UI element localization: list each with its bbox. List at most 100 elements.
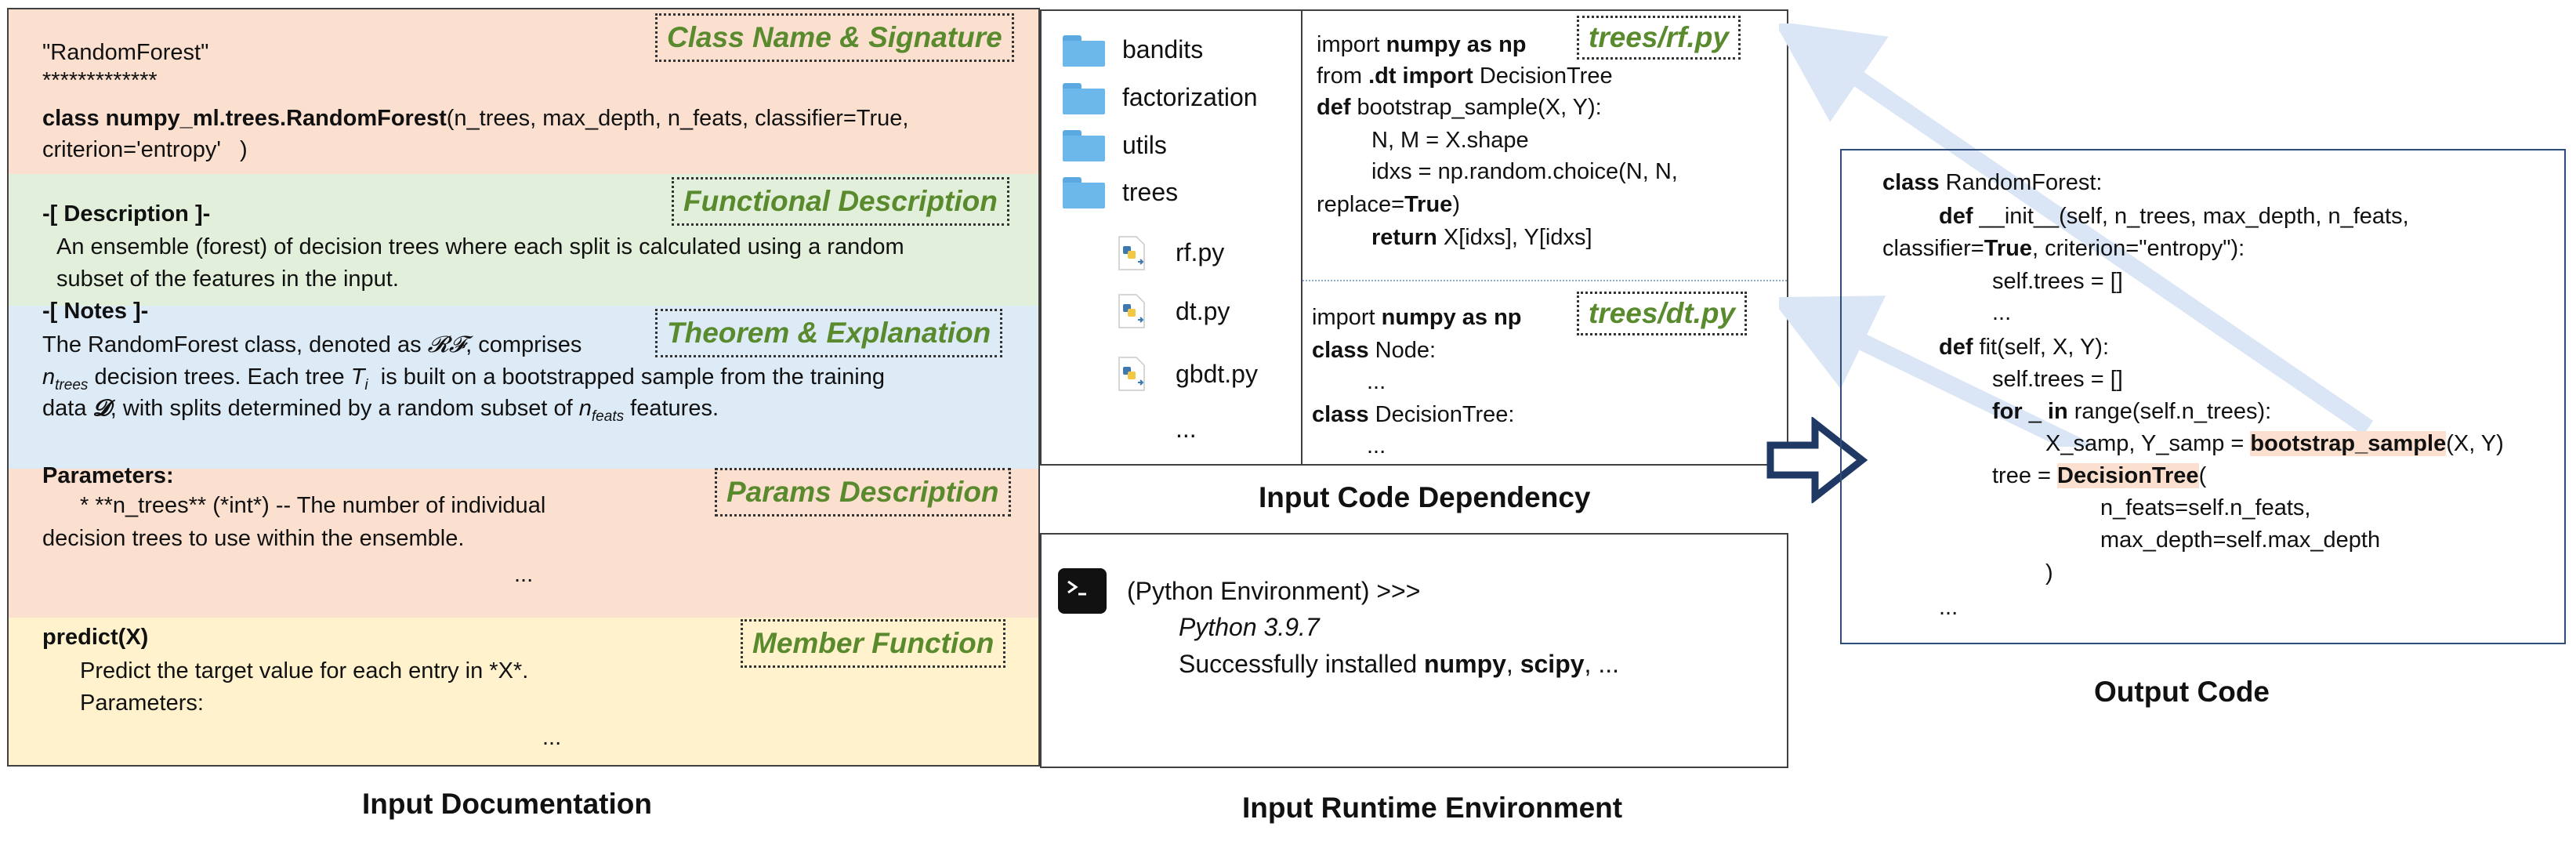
python-file-icon[interactable] — [1116, 293, 1147, 329]
code-keyword: class — [1882, 170, 1940, 195]
params-ellipsis: ... — [514, 562, 534, 587]
tag-theorem-explanation: Theorem & Explanation — [655, 309, 1003, 357]
tag-dt-file: trees/dt.py — [1577, 292, 1748, 335]
code-text: , criterion="entropy"): — [2032, 236, 2245, 261]
folder-label[interactable]: utils — [1122, 131, 1167, 159]
output-line: classifier=True, criterion="entropy"): — [1882, 234, 2244, 263]
doc-stars: ************* — [42, 68, 158, 93]
code-keyword: def — [1317, 95, 1351, 120]
rf-code-line: return X[idxs], Y[idxs] — [1371, 223, 1592, 252]
code-keyword: in — [2047, 399, 2068, 424]
folder-icon[interactable] — [1063, 177, 1105, 208]
tree-symbol: T — [350, 364, 365, 390]
params-line-1: * **n_trees** (*int*) -- The number of i… — [80, 493, 546, 518]
input-documentation-panel — [7, 8, 1040, 767]
tag-member-function: Member Function — [741, 619, 1006, 668]
code-text: __init__(self, n_trees, max_depth, n_fea… — [1973, 204, 2409, 229]
description-line-2: subset of the features in the input. — [56, 266, 399, 292]
panel-divider-dotted — [1302, 280, 1787, 281]
tag-rf-file: trees/rf.py — [1577, 16, 1741, 60]
arrow-right-icon — [1766, 417, 1868, 503]
member-heading: predict(X) — [42, 625, 149, 650]
description-line-1: An ensemble (forest) of decision trees w… — [56, 234, 904, 259]
params-heading: Parameters: — [42, 463, 174, 488]
folder-label[interactable]: trees — [1122, 178, 1179, 206]
dt-code-line: ... — [1367, 369, 1386, 394]
member-line-2: Parameters: — [80, 691, 204, 716]
arrow-bootstrap-to-rf — [1779, 24, 2374, 436]
code-keyword: def — [1939, 204, 1973, 229]
link-arrows — [1779, 24, 2374, 447]
code-text: import — [1317, 32, 1386, 57]
code-keyword: numpy as np — [1381, 305, 1522, 330]
highlight-decision-tree: DecisionTree — [2057, 463, 2199, 488]
code-keyword: .dt import — [1368, 63, 1473, 89]
folder-label[interactable]: bandits — [1122, 35, 1204, 63]
code-text: fit(self, X, Y): — [1973, 335, 2110, 360]
output-line: for _ in range(self.n_trees): — [1992, 397, 2271, 426]
output-line: ) — [2045, 560, 2053, 585]
code-keyword: True — [1404, 192, 1453, 217]
folder-icon[interactable] — [1063, 35, 1105, 67]
rf-code-line: replace=True) — [1317, 190, 1460, 219]
highlight-bootstrap-sample: bootstrap_sample — [2250, 431, 2447, 456]
rf-code-line: def bootstrap_sample(X, Y): — [1317, 92, 1602, 122]
code-dependency-panel — [1040, 9, 1788, 466]
file-label[interactable]: gbdt.py — [1176, 360, 1258, 388]
runtime-prompt: (Python Environment) >>> — [1127, 577, 1421, 605]
caption-input-code-dependency: Input Code Dependency — [1259, 481, 1591, 513]
runtime-installed: Successfully installed numpy, scipy, ... — [1179, 649, 1619, 679]
notes-heading: -[ Notes ]- — [42, 299, 149, 324]
output-line: tree = DecisionTree( — [1992, 461, 2206, 491]
params-section — [9, 469, 1038, 618]
folder-label[interactable]: factorization — [1122, 83, 1258, 111]
rf-code-line: from .dt import DecisionTree — [1317, 61, 1613, 91]
signature-args: (n_trees, max_depth, n_feats, classifier… — [446, 106, 909, 131]
tag-class-signature: Class Name & Signature — [655, 13, 1014, 62]
n-trees-subscript: trees — [55, 376, 89, 393]
member-ellipsis: ... — [542, 725, 562, 750]
dt-code-line: ... — [1367, 433, 1386, 459]
notes-text: is built on a bootstrapped sample from t… — [368, 364, 885, 390]
output-line: ... — [1939, 595, 1958, 620]
class-signature-section — [9, 9, 1038, 174]
dt-code-line: class Node: — [1312, 335, 1436, 365]
rf-symbol: 𝓡𝓕 — [427, 332, 466, 357]
arrow-decisiontree-to-dt — [1779, 295, 2100, 447]
code-keyword: def — [1939, 335, 1973, 360]
member-line-1: Predict the target value for each entry … — [80, 658, 529, 683]
file-label[interactable]: rf.py — [1176, 238, 1225, 266]
file-label[interactable]: dt.py — [1176, 297, 1230, 325]
code-text: X_samp, Y_samp = — [2045, 431, 2251, 456]
package-name: scipy — [1520, 650, 1585, 678]
output-line: def __init__(self, n_trees, max_depth, n… — [1939, 201, 2409, 231]
caption-input-documentation: Input Documentation — [362, 788, 652, 820]
code-text: RandomForest: — [1939, 170, 2103, 195]
dt-code-line: import numpy as np — [1312, 303, 1522, 332]
runtime-text: Successfully installed — [1179, 650, 1425, 678]
folder-icon[interactable] — [1063, 83, 1105, 114]
member-function-section — [9, 618, 1038, 765]
python-file-icon[interactable] — [1116, 235, 1147, 271]
doc-signature-cont: criterion='entropy' ) — [42, 137, 248, 162]
output-line: X_samp, Y_samp = bootstrap_sample(X, Y) — [2045, 429, 2504, 459]
code-keyword: for — [1992, 399, 2023, 424]
output-code-panel — [1840, 149, 2566, 644]
code-text: bootstrap_sample(X, Y): — [1350, 95, 1602, 120]
n-feats-subscript: feats — [591, 408, 625, 425]
code-text: import — [1312, 305, 1382, 330]
code-text: replace= — [1317, 192, 1405, 217]
output-line: ... — [1992, 300, 2012, 325]
notes-line-3: data 𝓓, with splits determined by a rand… — [42, 393, 719, 432]
output-line: class RandomForest: — [1882, 168, 2103, 198]
n-feats-symbol: n — [578, 396, 592, 421]
rf-code-line: import numpy as np — [1317, 30, 1527, 60]
notes-text: decision trees. Each tree — [88, 364, 351, 390]
notes-line-1: The RandomForest class, denoted as 𝓡𝓕, c… — [42, 330, 582, 360]
folder-icon[interactable] — [1063, 130, 1105, 161]
code-text: classifier= — [1882, 236, 1984, 261]
code-text: DecisionTree: — [1368, 402, 1515, 427]
python-file-icon[interactable] — [1116, 356, 1147, 392]
signature-class-path: class numpy_ml.trees.RandomForest — [42, 106, 447, 131]
runtime-text: , — [1505, 650, 1520, 678]
